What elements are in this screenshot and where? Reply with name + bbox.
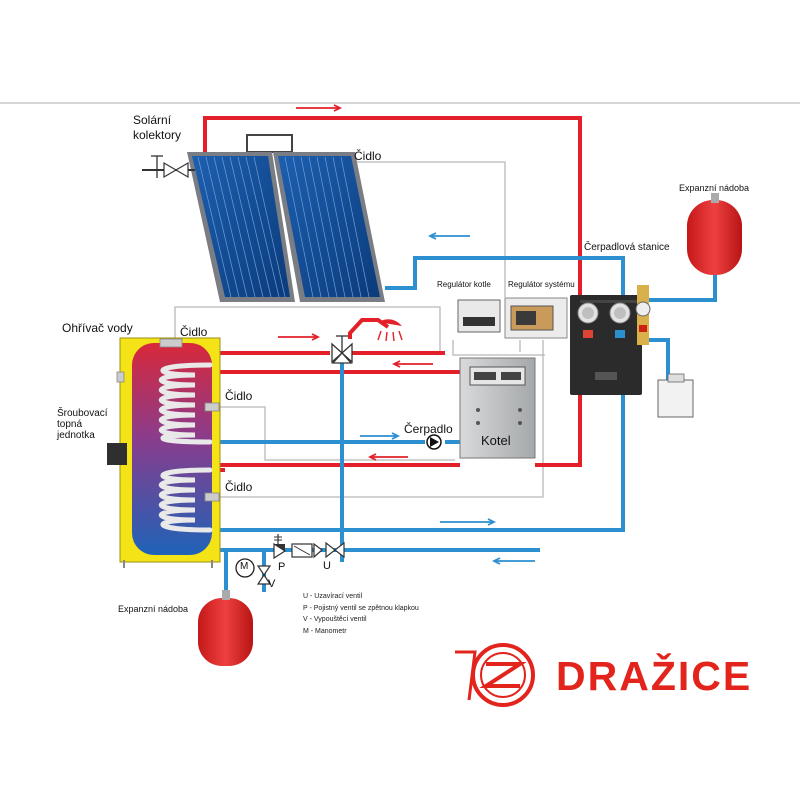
legend-item: V - Vypouštěcí ventil <box>303 616 367 623</box>
air-vent-valve <box>142 155 195 179</box>
label-pump: Čerpadlo <box>404 422 453 436</box>
drain-valve-icon <box>256 565 272 585</box>
label-pump-station: Čerpadlová stanice <box>584 242 670 253</box>
label-water-heater: Ohřívač vody <box>62 321 133 335</box>
label-sensor-low: Čidlo <box>225 480 253 494</box>
system-regulator <box>504 297 568 339</box>
label-expansion-bottom: Expanzní nádoba <box>118 604 189 614</box>
label-sensor-collector: Čidlo <box>354 149 382 163</box>
boiler <box>459 357 536 459</box>
label-valve-p: P <box>278 561 286 573</box>
label-solar-collectors: Solární kolektory <box>133 113 181 143</box>
cold-pipes <box>210 256 717 600</box>
brand-name: DRAŽICE <box>556 653 753 699</box>
check-valve-icon <box>291 542 323 559</box>
fluid-container <box>657 373 694 418</box>
label-solar-collectors-line2: kolektory <box>133 128 182 142</box>
safety-valve-icon <box>273 534 287 560</box>
legend-item: P - Pojistný ventil se zpětnou klapkou <box>303 604 419 612</box>
expansion-vessel-bottom <box>198 590 253 666</box>
solar-collectors <box>187 134 385 302</box>
label-expansion-top: Expanzní nádoba <box>679 183 750 193</box>
valve-legend: U - Uzavírací ventil P - Pojistný ventil… <box>303 591 419 637</box>
flow-arrows <box>278 104 535 565</box>
expansion-vessel-top <box>687 193 742 275</box>
boiler-regulator <box>457 299 501 333</box>
label-valve-u: U <box>323 560 331 572</box>
heating-element-plug <box>107 443 127 465</box>
label-heating-unit-line1: Šroubovací <box>57 408 108 419</box>
label-boiler-regulator: Regulátor kotle <box>437 280 491 289</box>
pump-icon <box>426 434 442 450</box>
drazice-logo-mark <box>455 643 535 707</box>
mixing-valve <box>331 335 353 364</box>
label-manometer-m: M <box>240 561 249 572</box>
label-heating-unit: Šroubovací topná jednotka <box>57 408 108 441</box>
collector-tubes <box>197 156 370 298</box>
label-valve-v: V <box>268 578 276 590</box>
label-sensor-mid: Čidlo <box>225 389 253 403</box>
lower-coil <box>158 467 213 533</box>
label-heating-unit-line3: jednotka <box>57 430 95 441</box>
label-heating-unit-line2: topná <box>57 419 83 430</box>
shower-head <box>377 319 403 342</box>
legend-item: U - Uzavírací ventil <box>303 593 363 600</box>
label-solar-collectors-line1: Solární <box>133 113 172 127</box>
hot-pipes <box>203 116 582 472</box>
legend-item: M - Manometr <box>303 627 347 635</box>
collector-bridge <box>246 134 293 153</box>
water-heater <box>107 337 221 568</box>
manometer-icon <box>235 558 255 578</box>
pump-station <box>570 285 651 395</box>
label-sensor-heater: Čidlo <box>180 325 208 339</box>
tank-sensor-top <box>159 338 183 348</box>
upper-coil <box>158 362 213 445</box>
label-boiler: Kotel <box>481 433 511 448</box>
label-system-regulator: Regulátor systému <box>508 280 575 289</box>
shutoff-valve-icon <box>325 541 345 559</box>
collector-panel-2 <box>273 152 385 302</box>
signal-wires <box>174 161 545 498</box>
